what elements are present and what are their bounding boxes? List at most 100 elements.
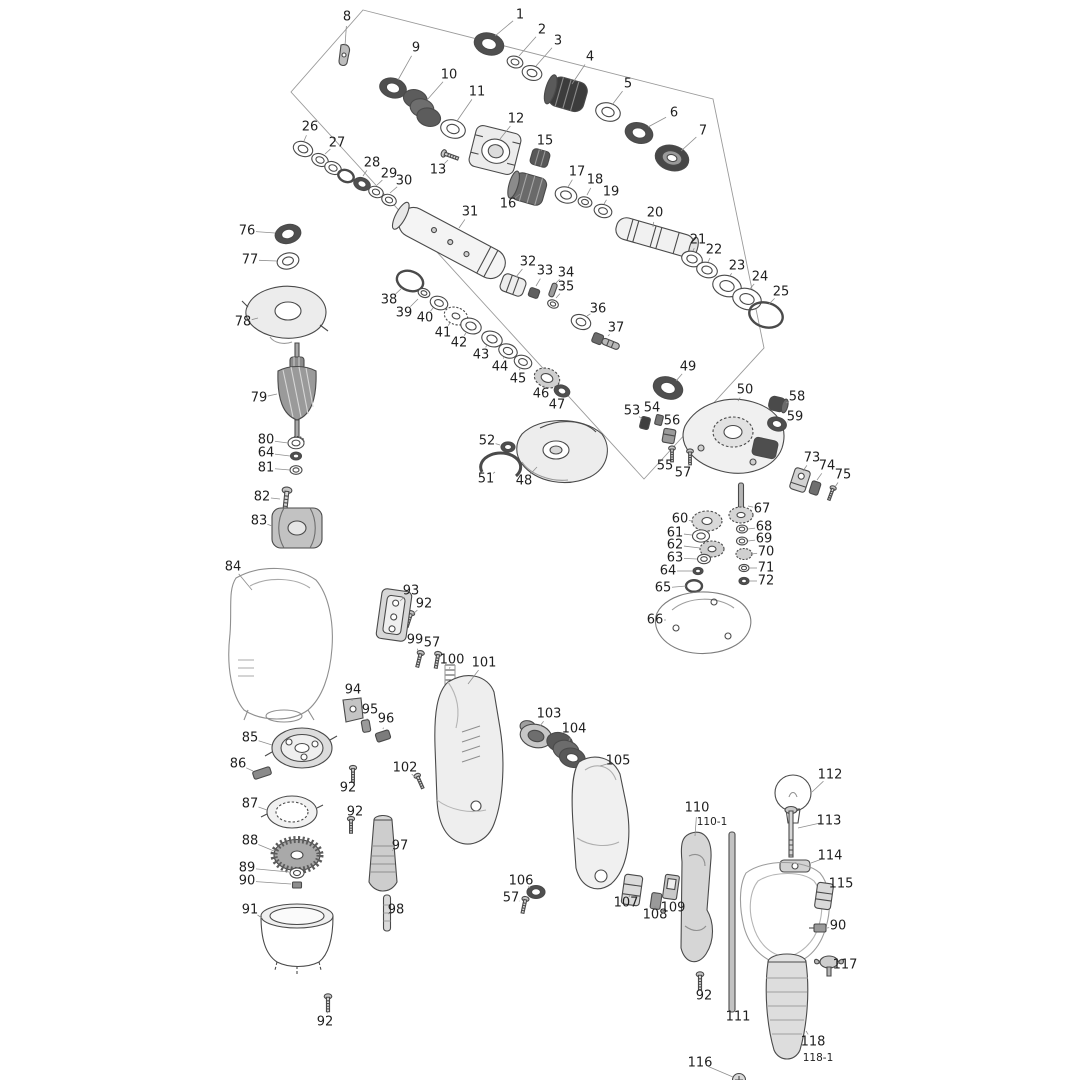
part-113 [785,807,797,858]
part-label-2: 2 [538,23,546,38]
part-8 [339,44,350,65]
part-92 [695,971,705,991]
part-label-104: 104 [562,722,587,737]
leader-line-99 [417,649,418,651]
part-34 [548,283,558,298]
leader-line-80 [275,441,288,443]
part-label-54: 54 [644,401,661,416]
part-label-36: 36 [590,302,607,317]
part-label-6: 6 [670,106,678,121]
part-4 [542,74,590,114]
part-99 [413,649,426,669]
part-label-74: 74 [819,459,836,474]
part-label-91: 91 [242,903,259,918]
part-label-113: 113 [817,814,842,829]
part-84 [229,568,333,722]
leader-line-91 [257,915,262,918]
part-label-20: 20 [647,206,664,221]
part-37 [591,332,621,352]
part-label-88: 88 [242,834,259,849]
part-label-64: 64 [660,564,677,579]
part-label-12: 12 [508,112,525,127]
part-label-57: 57 [503,891,520,906]
leader-line-83 [267,524,272,526]
leader-line-33 [536,279,540,286]
part-35 [546,298,560,310]
leader-line-42 [464,333,466,336]
leader-line-76 [256,232,275,233]
part-label-13: 13 [430,163,447,178]
part-116 [733,1074,746,1080]
leader-line-21 [693,248,694,251]
leader-line-74 [817,473,822,480]
part-label-10: 10 [441,68,458,83]
part-13 [439,148,460,163]
part-label-52: 52 [479,434,496,449]
part-92 [323,993,333,1013]
leader-line-6 [648,117,666,127]
leader-line-78 [252,318,258,320]
leader-line-105 [600,763,609,766]
part-label-61: 61 [667,526,684,541]
part-103 [516,719,555,751]
part-46 [532,365,563,392]
handle-clamp-outline [740,863,829,966]
leader-line-90 [256,882,291,884]
leader-line-4 [572,64,585,84]
part-label-90: 90 [830,919,847,934]
part-label-82: 82 [254,490,271,505]
part-56 [662,428,676,444]
part-label-15: 15 [537,134,554,149]
part-11 [437,116,469,142]
part-label-53: 53 [624,404,641,419]
part-label-87: 87 [242,797,259,812]
leader-line-65 [672,586,686,587]
leader-line-34 [556,279,560,283]
part-label-5: 5 [624,77,632,92]
part-label-110: 110 [685,801,710,816]
leader-line-16 [515,194,520,198]
part-2 [505,53,525,71]
part-label-77: 77 [242,253,259,268]
leader-line-57 [688,464,689,466]
part-64b [290,451,302,461]
part-label-47: 47 [549,398,566,413]
part-label-42: 42 [451,336,468,351]
leader-line-118 [806,1031,808,1034]
leader-line-13 [444,160,448,164]
leader-line-26 [304,135,306,141]
leader-line-102 [412,774,415,777]
leader-line-5 [612,91,623,105]
part-label-92: 92 [416,597,433,612]
part-65 [685,579,703,593]
part-label-108: 108 [643,908,668,923]
leader-line-104 [569,737,571,741]
part-label-118-1: 118-1 [803,1052,834,1064]
leader-line-2 [519,37,536,56]
part-label-1: 1 [516,8,524,23]
part-15 [529,148,551,168]
leader-line-50 [738,398,740,401]
part-107 [621,874,643,906]
part-67 [729,483,753,523]
part-label-43: 43 [473,348,490,363]
part-label-118: 118 [801,1035,826,1050]
part-109 [662,874,679,900]
part-52 [500,441,516,453]
leader-line-113 [798,823,820,828]
part-77 [274,250,302,272]
part-label-68: 68 [756,520,773,535]
part-label-84: 84 [225,560,242,575]
part-label-78: 78 [235,315,252,330]
part-label-48: 48 [516,474,533,489]
part-18 [576,194,594,210]
part-label-38: 38 [381,293,398,308]
part-label-83: 83 [251,514,268,529]
part-label-92: 92 [347,805,364,820]
leader-line-114 [811,859,822,863]
part-label-114: 114 [818,849,843,864]
part-label-4: 4 [586,50,594,65]
part-label-86: 86 [230,757,247,772]
part-label-115: 115 [829,877,854,892]
part-label-44: 44 [492,360,509,375]
